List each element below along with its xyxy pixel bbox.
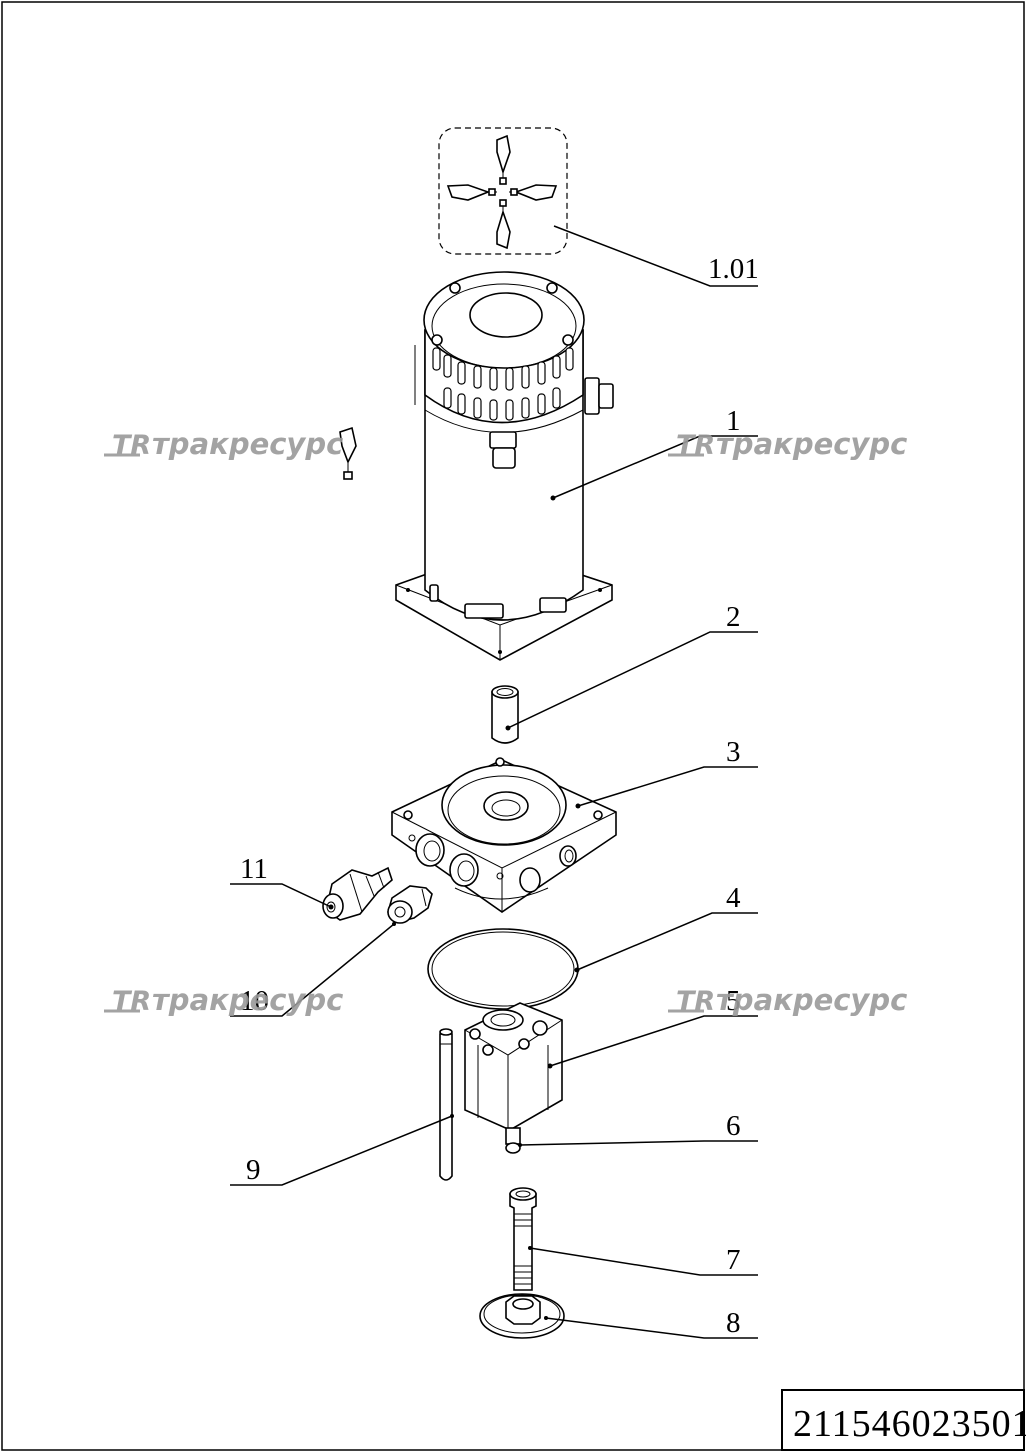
part-8-strainer-disc bbox=[479, 1293, 565, 1339]
callout-10: 10 bbox=[240, 985, 269, 1017]
part-11-fitting bbox=[322, 866, 393, 921]
part-2-coupling-sleeve bbox=[491, 685, 519, 744]
part-5-gear-pump bbox=[464, 1002, 563, 1131]
watermark-bottom-left: TR тракресурс bbox=[104, 983, 343, 1017]
spare-brush-detail bbox=[339, 426, 357, 480]
callout-leaders bbox=[230, 225, 758, 1339]
callout-2: 2 bbox=[726, 601, 741, 633]
watermark-logo: TR bbox=[112, 430, 151, 461]
part-1-electric-motor bbox=[395, 271, 614, 661]
part-number: 211546023501 bbox=[793, 1403, 1026, 1445]
part-10-plug bbox=[387, 885, 433, 926]
callout-7: 7 bbox=[726, 1244, 741, 1276]
watermark-text: тракресурс bbox=[716, 983, 907, 1017]
callout-1: 1 bbox=[726, 405, 741, 437]
watermark-logo: TR bbox=[112, 986, 151, 1017]
part-6-drive-shaft bbox=[505, 1127, 522, 1154]
watermark-top-right: TR тракресурс bbox=[668, 427, 907, 461]
watermark-text: тракресурс bbox=[152, 427, 343, 461]
watermark-logo: TR bbox=[676, 430, 715, 461]
part-number-box: 211546023501 bbox=[781, 1389, 1026, 1451]
watermark-bottom-right: TR тракресурс bbox=[668, 983, 907, 1017]
callout-6: 6 bbox=[726, 1110, 741, 1142]
part-3-pump-housing bbox=[391, 757, 617, 913]
part-9-return-pipe bbox=[439, 1028, 454, 1181]
callout-1-01: 1.01 bbox=[708, 253, 759, 285]
callout-3: 3 bbox=[726, 736, 741, 768]
part-1-01-brush-set bbox=[438, 127, 568, 255]
callout-4: 4 bbox=[726, 882, 741, 914]
callout-5: 5 bbox=[726, 985, 741, 1017]
callout-11: 11 bbox=[240, 853, 268, 885]
part-7-suction-tube bbox=[509, 1187, 537, 1291]
watermark-logo: TR bbox=[676, 986, 715, 1017]
callout-9: 9 bbox=[246, 1154, 261, 1186]
callout-labels: 1.01 1 2 3 4 5 6 7 8 9 10 11 bbox=[240, 253, 759, 1339]
watermark-top-left: TR тракресурс bbox=[104, 427, 343, 461]
watermark-text: тракресурс bbox=[152, 983, 343, 1017]
watermark-text: тракресурс bbox=[716, 427, 907, 461]
callout-8: 8 bbox=[726, 1307, 741, 1339]
part-4-o-ring bbox=[427, 928, 580, 1010]
